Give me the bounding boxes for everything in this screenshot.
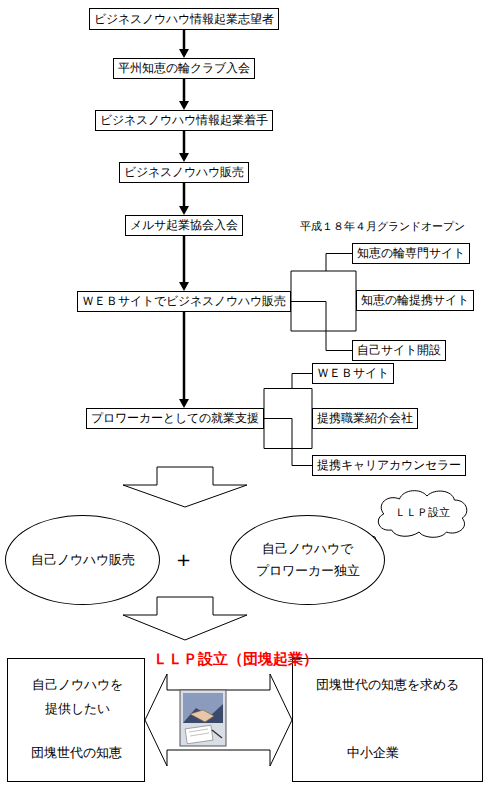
arrow-head	[179, 399, 189, 408]
process-box: 平州知恵の輪クラブ入会	[113, 58, 255, 79]
node-text: ＷＥＢサイトでビジネスノウハウ販売	[82, 294, 286, 308]
process-box: メルサ起業協会入会	[125, 215, 243, 236]
arrow-head	[179, 153, 189, 162]
arrow-head	[179, 49, 189, 58]
flow-arrow	[183, 236, 186, 283]
node-text: ＬＬＰ設立	[395, 505, 450, 520]
bracket-line	[291, 302, 352, 351]
flow-arrow	[183, 131, 186, 154]
connector	[291, 302, 352, 351]
note-label: +	[176, 549, 191, 570]
double-block-arrow	[145, 674, 292, 766]
arrow-head	[179, 206, 189, 215]
node-text: 自己ノウハウで プロワーカー独立	[247, 538, 369, 582]
panel-node: 自己ノウハウを 提供したい団塊世代の知恵	[7, 658, 145, 782]
ellipse-node: 自己ノウハウで プロワーカー独立	[230, 515, 385, 605]
process-box: ＷＥＢサイトでビジネスノウハウ販売	[77, 291, 291, 312]
arrow-head	[179, 282, 189, 291]
block-arrow	[123, 467, 247, 507]
node-text: 中小企業	[323, 741, 423, 765]
connector	[179, 30, 189, 58]
connector	[179, 79, 189, 110]
process-box: ビジネスノウハウ販売	[119, 162, 249, 183]
node-text: ビジネスノウハウ情報起業志望者	[94, 12, 274, 26]
node-text: ＷＥＢサイト	[317, 366, 389, 380]
node-text: 平州知恵の輪クラブ入会	[118, 61, 250, 75]
node-text: プロワーカーとしての就業支援	[91, 411, 259, 425]
cloud-node: ＬＬＰ設立	[372, 486, 472, 538]
node-text: 知恵の輪提携サイト	[361, 293, 469, 307]
process-box: 知恵の輪提携サイト	[356, 290, 474, 311]
node-text: 知恵の輪専門サイト	[357, 246, 465, 260]
process-box: 自己サイト開設	[352, 340, 446, 361]
block-arrow	[123, 597, 247, 640]
cloud-shape	[378, 491, 466, 538]
process-box: プロワーカーとしての就業支援	[86, 408, 264, 429]
process-box: 知恵の輪専門サイト	[352, 243, 470, 264]
node-text: 自己サイト開設	[357, 343, 441, 357]
node-text: 団塊世代の知恵	[8, 741, 144, 765]
bracket-line	[264, 419, 312, 466]
process-box: 提携職業紹介会社	[312, 408, 418, 429]
node-text: ビジネスノウハウ情報起業着手	[100, 113, 268, 127]
note-label: 平成１８年４月グランドオープン	[300, 219, 465, 234]
connector	[264, 419, 312, 466]
arrow-head	[179, 101, 189, 110]
node-text: 提携キャリアカウンセラー	[317, 458, 461, 472]
connector	[179, 236, 189, 291]
node-text: 提携職業紹介会社	[317, 411, 413, 425]
node-text: 団塊世代の知恵を求める	[293, 673, 482, 697]
node-text: 自己ノウハウ販売	[31, 549, 135, 571]
process-box: 提携キャリアカウンセラー	[312, 455, 466, 476]
connector	[179, 183, 189, 215]
flow-arrow	[183, 312, 186, 400]
ellipse-node: 自己ノウハウ販売	[5, 515, 160, 605]
connector	[179, 312, 189, 408]
node-text: 自己ノウハウを 提供したい	[22, 673, 132, 721]
note-label: ＬＬＰ設立（団塊起業）	[110, 650, 360, 669]
flow-arrow	[183, 79, 186, 102]
flow-arrow	[183, 30, 186, 50]
node-text: ビジネスノウハウ販売	[124, 165, 244, 179]
handshake-illustration	[180, 690, 226, 746]
process-box: ＷＥＢサイト	[312, 363, 394, 384]
process-box: ビジネスノウハウ情報起業着手	[95, 110, 273, 131]
flow-arrow	[183, 183, 186, 207]
node-text: メルサ起業協会入会	[130, 218, 238, 232]
process-box: ビジネスノウハウ情報起業志望者	[89, 8, 279, 30]
panel-node: 団塊世代の知恵を求める中小企業	[292, 658, 483, 782]
connector	[145, 674, 292, 766]
connector	[179, 131, 189, 162]
